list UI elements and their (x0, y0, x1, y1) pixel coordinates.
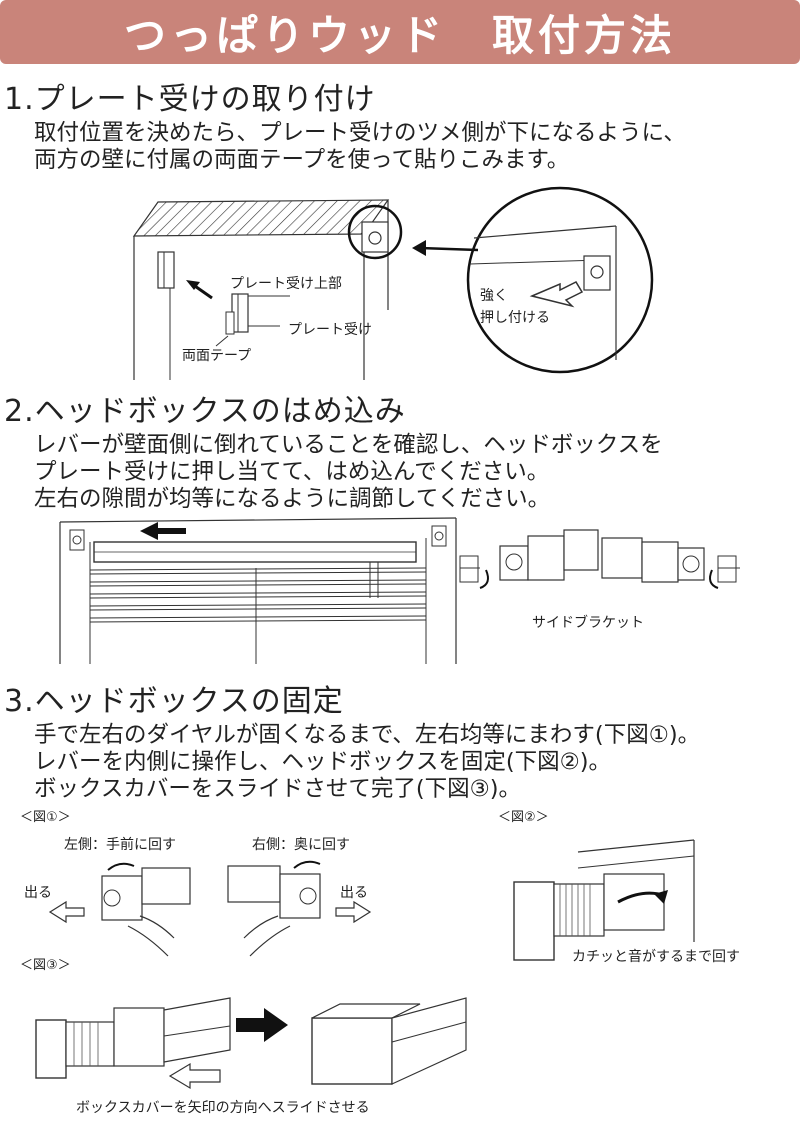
section-1-line: 取付位置を決めたら、プレート受けのツメ側が下になるように、 (34, 120, 686, 146)
section-2-body: レバーが壁面側に倒れていることを確認し、ヘッドボックスを プレート受けに押し当て… (34, 432, 663, 513)
section-3-body: 手で左右のダイヤルが固くなるまで、左右均等にまわす(下図①)。 レバーを内側に操… (34, 722, 700, 803)
section-3-line: ボックスカバーをスライドさせて完了(下図③)。 (34, 776, 522, 802)
fig1-out-right: 出る (340, 885, 368, 901)
section-1-body: 取付位置を決めたら、プレート受けのツメ側が下になるように、 両方の壁に付属の両面… (34, 120, 686, 174)
label-tape: 両面テープ (182, 348, 251, 364)
section-2-line: プレート受けに押し当てて、はめ込んでください。 (34, 459, 550, 485)
fig3-tag: ＜図③＞ (20, 958, 71, 973)
zoom-circle (466, 186, 654, 374)
label-press-2: 押し付ける (480, 310, 550, 326)
section-1-line: 両方の壁に付属の両面テープを使って貼りこみます。 (34, 147, 570, 173)
title-banner: つっぱりウッド 取付方法 (0, 0, 800, 64)
section-3-title: 3.ヘッドボックスの固定 (4, 684, 344, 719)
fig1-left-caption: 左側：手前に回す (64, 837, 176, 853)
section-1-title: 1.プレート受けの取り付け (4, 82, 376, 117)
fig1-tag: ＜図①＞ (20, 810, 71, 825)
fig2-lever-illustration (513, 839, 695, 961)
fig2-tag: ＜図②＞ (498, 810, 549, 825)
section-3-line: レバーを内側に操作し、ヘッドボックスを固定(下図②)。 (34, 749, 612, 775)
side-bracket-illustration (459, 529, 740, 589)
page-title: つっぱりウッド 取付方法 (123, 10, 676, 60)
fig3-caption: ボックスカバーを矢印の方向へスライドさせる (76, 1100, 370, 1116)
fig2-caption: カチッと音がするまで回す (572, 949, 740, 965)
section-2-line: 左右の隙間が均等になるように調節してください。 (34, 486, 551, 512)
fig1-dial-illustration (48, 860, 372, 957)
section-2-line: レバーが壁面側に倒れていることを確認し、ヘッドボックスを (34, 432, 663, 458)
fig3-cover-slide-illustration (35, 997, 467, 1090)
label-side-bracket: サイドブラケット (532, 615, 644, 631)
fig1-out-left: 出る (24, 885, 52, 901)
plate-receiver-illustration: プレート受け上部 プレート受け 両面テープ 強く 押し付ける (132, 186, 654, 380)
fig1-right-caption: 右側：奥に回す (252, 837, 350, 853)
label-plate-top: プレート受け上部 (230, 276, 342, 292)
section-2-title: 2.ヘッドボックスのはめ込み (4, 394, 406, 429)
label-plate: プレート受け (288, 322, 372, 338)
mounted-plate (157, 251, 175, 289)
section-3-line: 手で左右のダイヤルが固くなるまで、左右均等にまわす(下図①)。 (34, 722, 701, 748)
headbox-window-illustration (59, 517, 457, 664)
label-press-1: 強く (480, 288, 508, 304)
